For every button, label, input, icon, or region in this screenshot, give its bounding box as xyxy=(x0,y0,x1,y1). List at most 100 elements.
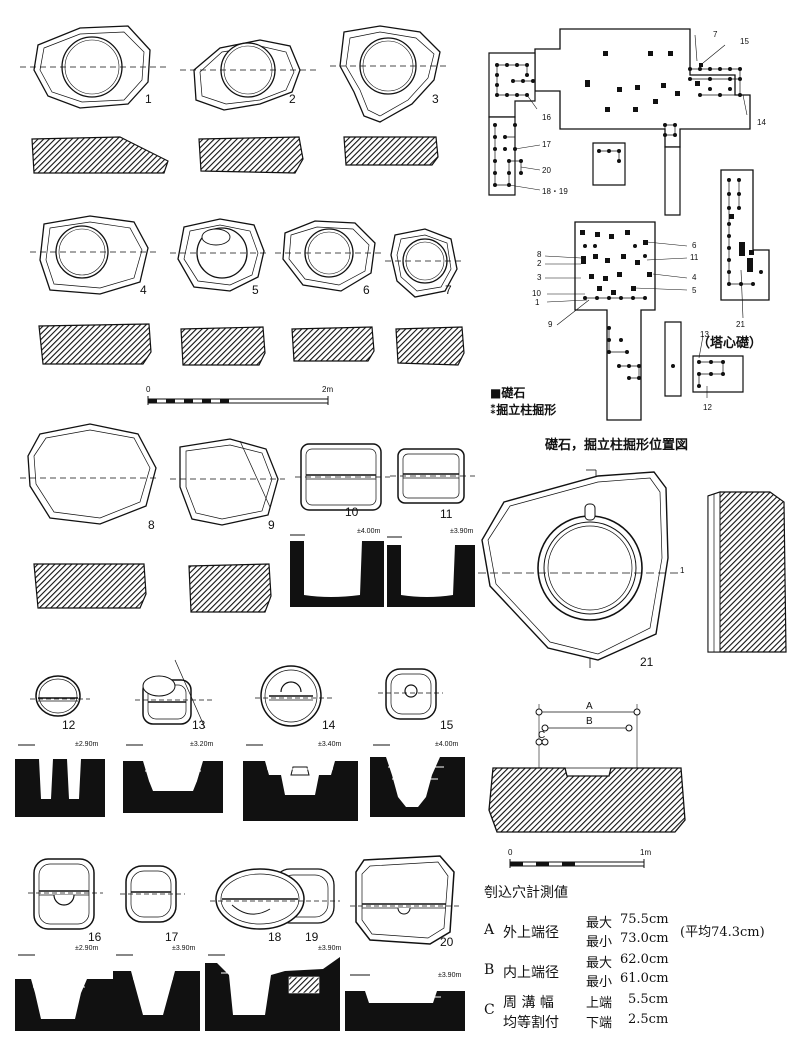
stone-21-side-section xyxy=(707,491,787,653)
scale-bar-2m xyxy=(147,396,329,405)
stone-21-plan xyxy=(478,469,678,668)
stone-7-section xyxy=(395,326,465,366)
elevation-13: ±3.20m xyxy=(190,741,214,748)
stone-14-plan xyxy=(255,665,335,727)
measure-row-a-max-label: 最大 xyxy=(586,916,613,931)
plan-label-13: 13 xyxy=(700,330,709,339)
measure-row-b-max-value: 62.0cm xyxy=(620,952,669,967)
stone-20-plan xyxy=(350,855,460,945)
stone-2-section xyxy=(198,136,304,174)
measure-row-b-min-label: 最小 xyxy=(586,975,613,990)
measure-row-b-max-label: 最大 xyxy=(586,956,613,971)
plan-label-5: 5 xyxy=(692,286,697,295)
measure-row-c-key: C xyxy=(484,1002,495,1018)
elevation-15: ±4.00m xyxy=(435,741,459,748)
measure-row-b-name: 内上端径 xyxy=(503,965,559,981)
measure-row-b-key: B xyxy=(484,962,495,978)
measure-row-a-name: 外上端径 xyxy=(503,925,559,941)
measure-row-b-min-value: 61.0cm xyxy=(620,971,669,986)
scale-bar-2m-end: 2m xyxy=(322,385,334,394)
stone-6-section xyxy=(291,326,375,362)
stone-5-plan xyxy=(170,218,270,292)
stone-7-plan xyxy=(385,228,465,298)
measure-row-a-key: A xyxy=(484,922,495,938)
stone-13-section xyxy=(123,744,223,813)
stone-21-measure-section xyxy=(488,704,686,833)
elevation-17: ±3.90m xyxy=(172,945,196,952)
stone-13-plan xyxy=(135,659,215,729)
elevation-19: ±3.90m xyxy=(318,945,342,952)
plan-label-6: 6 xyxy=(692,241,697,250)
measure-row-c-name2: 均等割付 xyxy=(503,1015,559,1031)
scale-bar-1m xyxy=(509,859,645,868)
stone-1-plan xyxy=(20,25,170,109)
stone-label-2: 2 xyxy=(289,92,296,106)
plan-caption: 礎石，掘立柱掘形位置図 xyxy=(545,438,689,453)
scale-bar-1m-end: 1m xyxy=(640,848,652,857)
measure-label-a: A xyxy=(586,701,593,712)
stone-12-plan xyxy=(30,675,90,717)
stone-1-section xyxy=(31,136,169,174)
plan-label-4: 4 xyxy=(692,273,697,282)
central-stone-label: （塔心礎） xyxy=(697,336,763,351)
measurements-title: 刳込穴計測値 xyxy=(484,885,568,901)
stone-label-12: 12 xyxy=(62,718,76,732)
stone-11-section xyxy=(387,536,475,607)
stone-9-section xyxy=(188,563,272,613)
stone-label-5: 5 xyxy=(252,283,259,297)
plan-label-16: 16 xyxy=(542,113,551,122)
site-plan-upper xyxy=(488,28,751,216)
stone-17-section xyxy=(113,954,200,1031)
measure-row-c-name1: 周 溝 幅 xyxy=(503,995,554,1011)
plan-label-2: 2 xyxy=(537,259,542,268)
stone-label-15: 15 xyxy=(440,718,454,732)
stone-label-13: 13 xyxy=(192,718,206,732)
stone-12-section xyxy=(15,744,105,817)
plan-label-11: 11 xyxy=(690,253,699,262)
stone-label-17: 17 xyxy=(165,930,179,944)
plan-label-12: 12 xyxy=(703,403,712,412)
stone-label-21: 21 xyxy=(640,655,654,669)
stone-10-section xyxy=(290,534,384,607)
measure-row-a-min-label: 最小 xyxy=(586,935,613,950)
stone-6-plan xyxy=(275,220,385,292)
measure-row-c-top-label: 上端 xyxy=(586,996,613,1011)
stone-label-10: 10 xyxy=(345,505,359,519)
elevation-20: ±3.90m xyxy=(438,972,462,979)
stone-17-plan xyxy=(120,865,185,923)
stone-15-plan xyxy=(378,668,443,720)
stone-15-section xyxy=(370,744,465,817)
stone-label-6: 6 xyxy=(363,283,370,297)
stone-8-plan xyxy=(20,423,160,525)
legend-posthole: ⁑掘立柱掘形 xyxy=(490,403,557,417)
elevation-10: ±4.00m xyxy=(357,528,381,535)
stone-2-plan xyxy=(180,39,320,111)
stone-label-20: 20 xyxy=(440,935,454,949)
section-side-label: 1 xyxy=(680,566,685,575)
plan-label-3: 3 xyxy=(537,273,542,282)
stone-label-11: 11 xyxy=(440,507,453,521)
stone-label-16: 16 xyxy=(88,930,102,944)
plan-label-8: 8 xyxy=(537,250,542,259)
stone-16-plan xyxy=(28,858,103,930)
plan-label-20: 20 xyxy=(542,166,551,175)
stone-label-7: 7 xyxy=(445,283,452,297)
plan-label-9: 9 xyxy=(548,320,553,329)
stone-label-14: 14 xyxy=(322,718,336,732)
stone-4-plan xyxy=(30,215,160,295)
stone-3-section xyxy=(343,136,439,166)
plan-label-18-19: 18・19 xyxy=(542,187,568,196)
stone-18-19-section xyxy=(205,954,340,1031)
plan-label-17: 17 xyxy=(542,140,551,149)
stone-8-section xyxy=(33,563,147,609)
stone-label-1: 1 xyxy=(145,92,152,106)
plan-label-10: 10 xyxy=(532,289,541,298)
legend-foundation-stone: ■礎石 xyxy=(490,386,526,400)
stone-label-9: 9 xyxy=(268,518,275,532)
elevation-14: ±3.40m xyxy=(318,741,342,748)
stone-5-section xyxy=(180,326,266,366)
plan-label-21: 21 xyxy=(736,320,745,329)
measure-row-a-min-value: 73.0cm xyxy=(620,931,669,946)
measure-row-a-max-value: 75.5cm xyxy=(620,912,669,927)
stone-label-3: 3 xyxy=(432,92,439,106)
